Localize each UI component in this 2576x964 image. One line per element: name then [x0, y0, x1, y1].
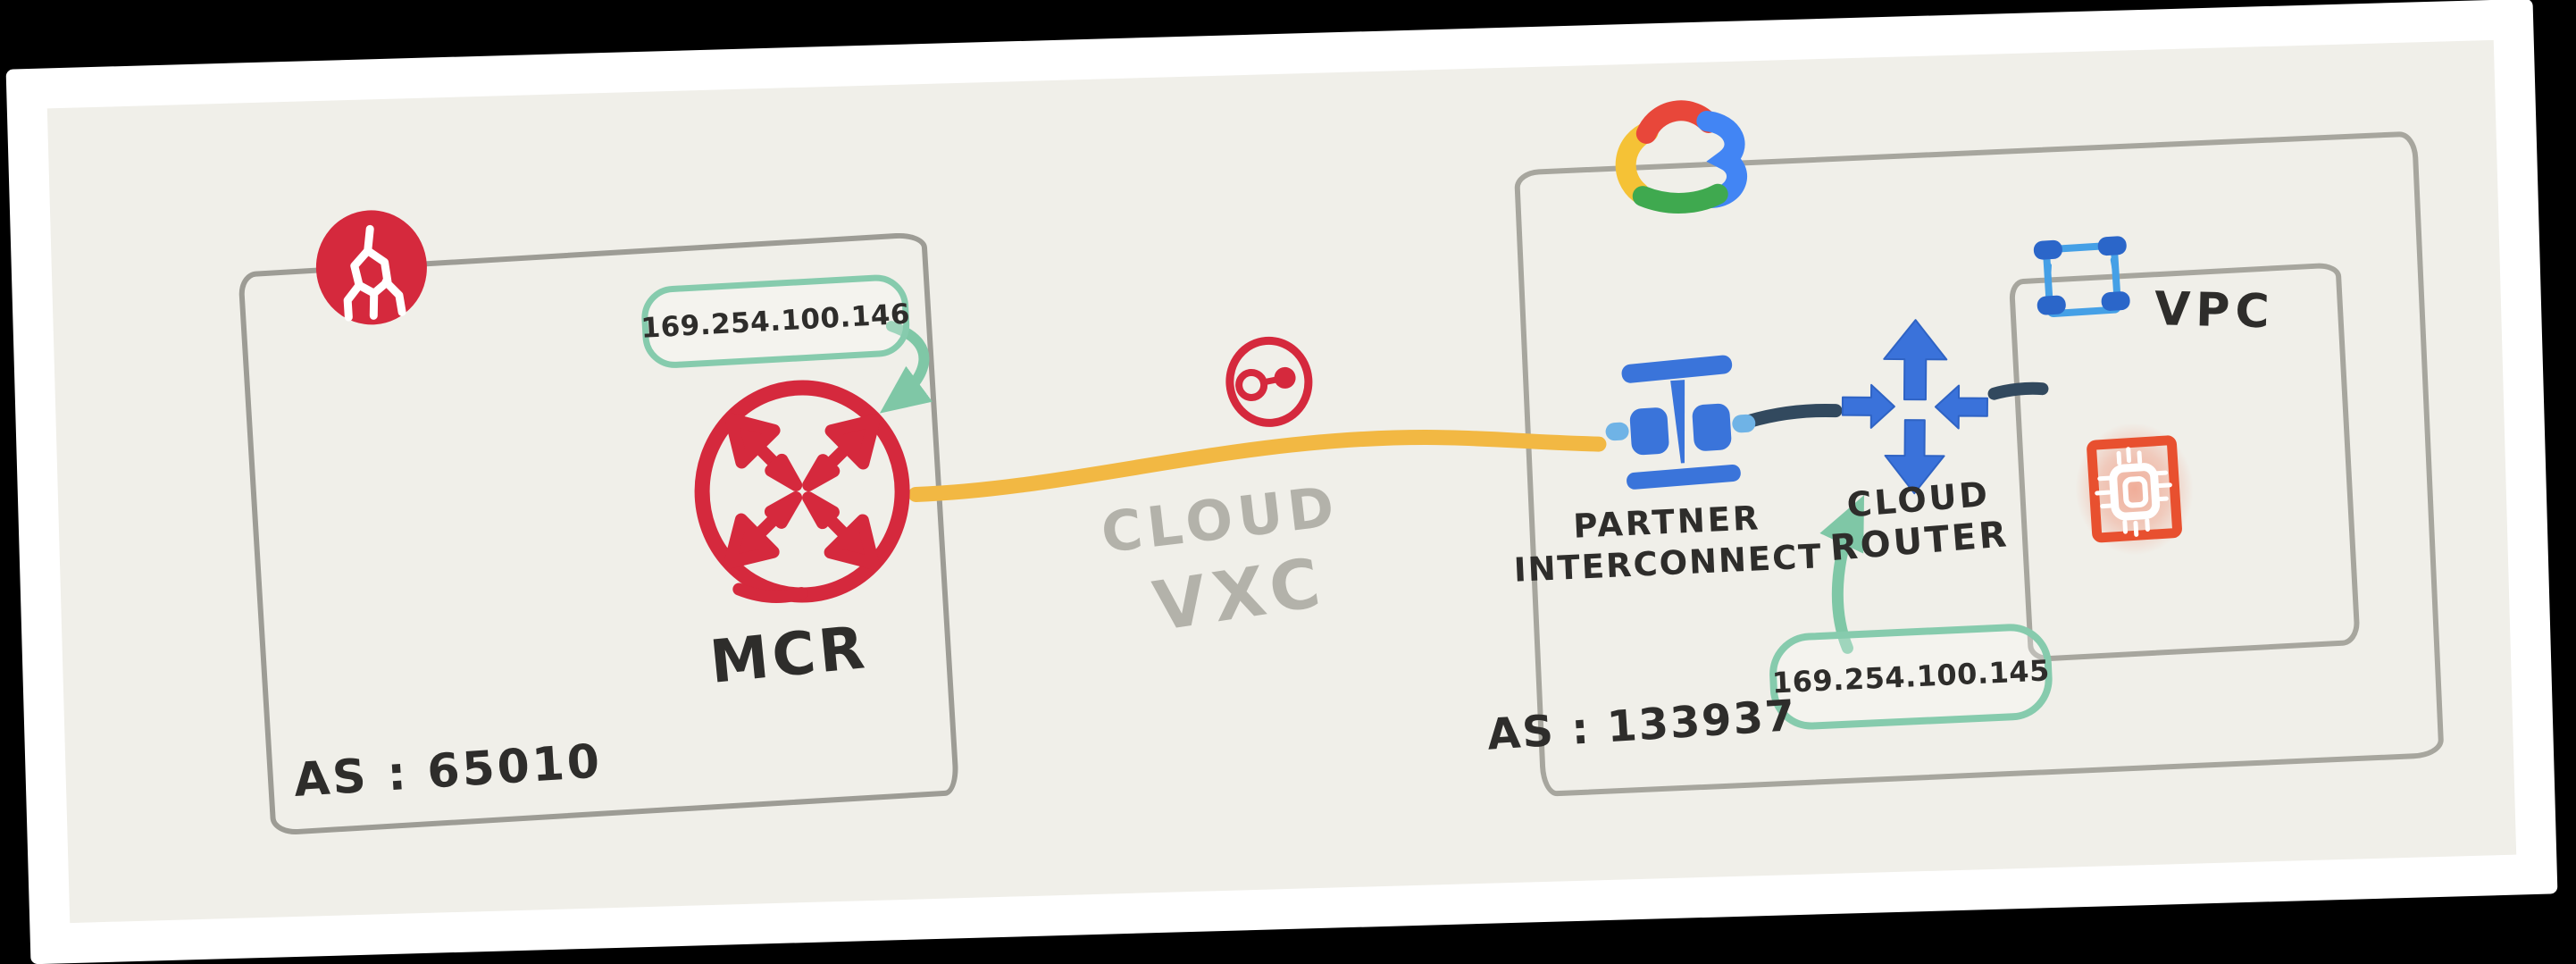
router-to-vpc-line	[1987, 381, 2049, 400]
partner-interconnect-icon	[1605, 355, 1756, 490]
cloud-router-icon	[1841, 319, 1988, 495]
vpc-icon	[2033, 236, 2130, 317]
megaport-logo-icon	[315, 210, 427, 325]
vxc-connection-line	[907, 429, 1607, 502]
vxc-icon	[1225, 336, 1313, 427]
cloud-router-ip-badge: 169.254.100.145	[1768, 622, 2054, 732]
diagram-scene: 169.254.100.146 MCR AS : 65010	[47, 51, 2516, 923]
mcr-router-icon	[694, 380, 910, 603]
photo-card: 169.254.100.146 MCR AS : 65010	[5, 0, 2558, 964]
compute-instance-icon	[2075, 423, 2194, 556]
router-ip-arrow	[1819, 495, 1865, 654]
vpc-label: VPC	[2154, 282, 2276, 339]
mcr-ip-arrow	[879, 321, 933, 414]
cloud-router-ip-text: 169.254.100.145	[1771, 653, 2051, 700]
mcr-ip-badge: 169.254.100.146	[640, 272, 912, 370]
mcr-ip-text: 169.254.100.146	[640, 298, 911, 345]
google-cloud-logo-icon	[1615, 100, 1747, 214]
